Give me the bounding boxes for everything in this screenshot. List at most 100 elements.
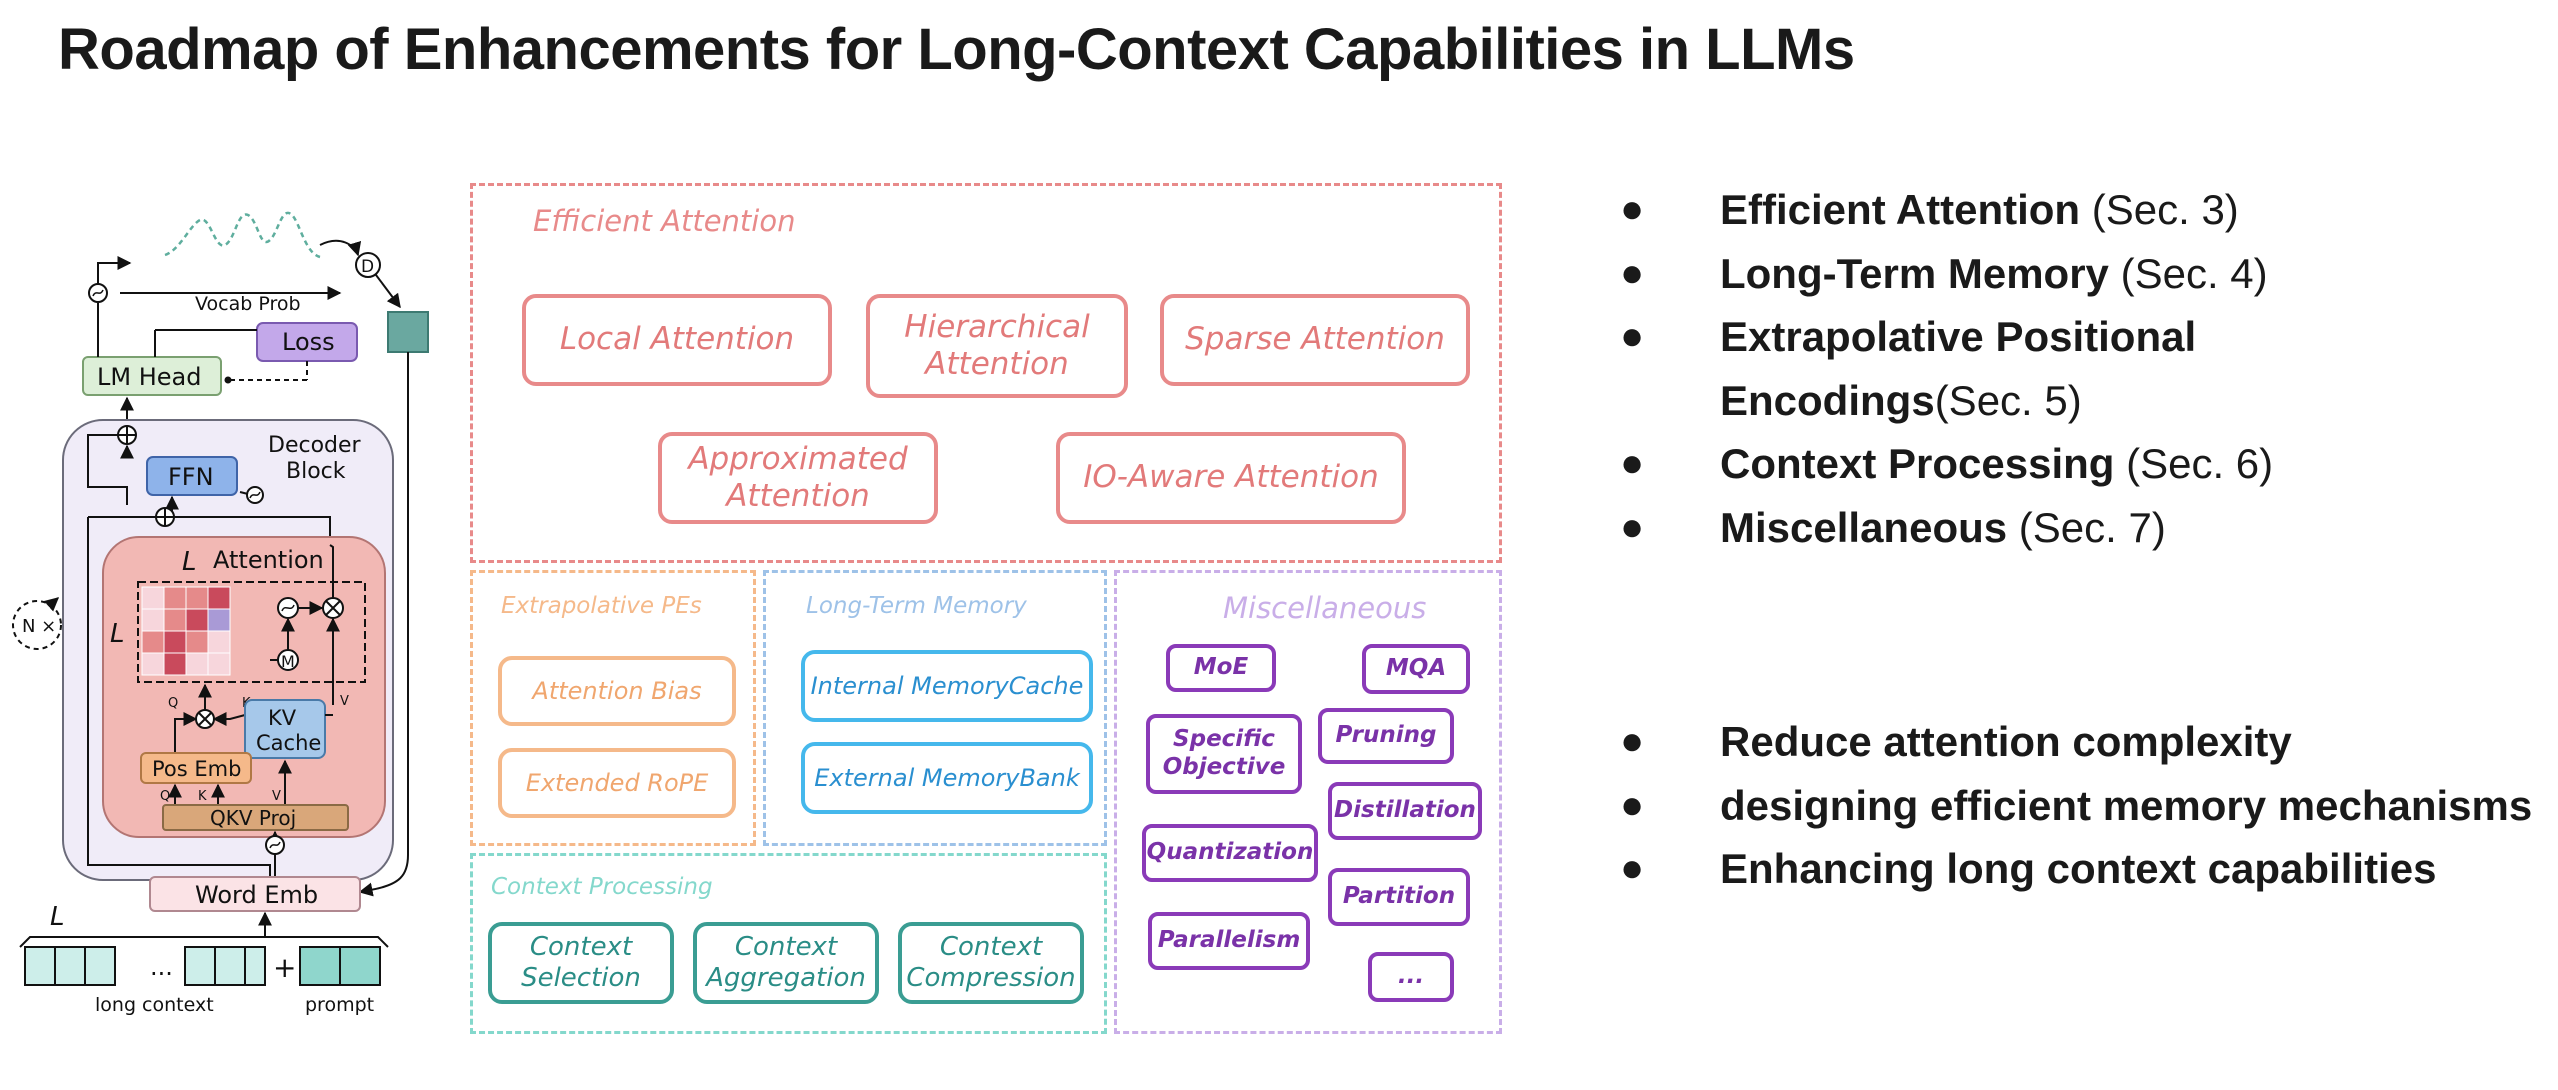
svg-text:M: M [281,652,295,671]
heatmap-cell [185,586,209,610]
miscellaneous-title: Miscellaneous [1223,591,1427,625]
list-item: ●designing efficient memory mechanisms [1620,774,2532,838]
long-context-label: long context [95,994,214,1016]
ffn-label: FFN [168,463,214,491]
pos-emb-label: Pos Emb [152,757,241,781]
heatmap-cell [141,630,165,654]
heatmap-cell [207,586,231,610]
prompt-label: prompt [305,994,374,1016]
bullet-icon: ● [1620,846,1645,890]
heatmap-cell [207,652,231,676]
efficient-attention-group: Efficient Attention [470,183,1502,563]
decoding-circle-icon [355,252,381,278]
bullet-icon: ● [1620,782,1645,827]
hierarchical-attention-node: Hierarchical Attention [866,294,1128,398]
prompt-tokens [299,946,381,986]
heatmap-cell [141,608,165,632]
n-times-label: N × [22,616,56,637]
long-context-tokens [24,946,266,986]
miscellaneous-group: Miscellaneous [1114,570,1502,1034]
list-item: ●Efficient Attention (Sec. 3) [1620,178,2273,242]
heatmap-cell [185,630,209,654]
parallelism-node: Parallelism [1148,912,1310,970]
vocab-distribution-curve [164,211,321,259]
context-processing-group: Context Processing [470,853,1107,1034]
heatmap-cell [185,608,209,632]
list-item: ●Context Processing (Sec. 6) [1620,432,2273,496]
extrapolative-pes-title: Extrapolative PEs [501,593,702,619]
heatmap-cell [141,586,165,610]
internal-memorycache-node: Internal MemoryCache [801,650,1093,722]
bullet-icon: ● [1620,314,1645,358]
local-attention-node: Local Attention [522,294,832,386]
specific-objective-node: Specific Objective [1146,714,1302,794]
list-item: ●Extrapolative Positional Encodings(Sec.… [1620,305,2273,432]
heatmap-cell [141,652,165,676]
output-token-block [387,311,429,353]
sparse-attention-node: Sparse Attention [1160,294,1470,386]
q-label-lower: Q [160,789,170,804]
svg-text:D: D [361,257,374,277]
external-memorybank-node: External MemoryBank [801,742,1093,814]
qkv-proj-box [162,804,349,831]
bullet-icon: ● [1620,441,1645,485]
input-L-label: L [50,902,65,932]
context-selection-node: Context Selection [488,922,674,1004]
v-label-upper: V [340,694,349,709]
word-emb-label: Word Emb [195,881,318,909]
bullet-icon: ● [1620,187,1645,231]
attention-label: Attention [213,546,324,574]
list-item: ●Miscellaneous (Sec. 7) [1620,496,2273,560]
heatmap-cell [163,586,187,610]
heatmap-cell [207,630,231,654]
moe-node: MoE [1166,644,1276,692]
heatmap-L-label: L [110,619,125,649]
context-aggregation-node: Context Aggregation [693,922,879,1004]
ffn-box [146,456,238,496]
list-item: ●Reduce attention complexity [1620,710,2532,774]
context-compression-node: Context Compression [898,922,1084,1004]
mqa-node: MQA [1362,644,1470,694]
word-emb-box [149,876,361,912]
goals-list: ●Reduce attention complexity ●designing … [1620,710,2532,901]
heatmap-cell [163,652,187,676]
bullet-icon: ● [1620,250,1645,295]
context-processing-title: Context Processing [491,874,713,900]
lm-head-label: LM Head [97,363,201,391]
list-item: ●Long-Term Memory (Sec. 4) [1620,242,2273,306]
list-item: ●Enhancing long context capabilities [1620,837,2532,901]
v-label-lower: V [272,789,281,804]
token-plus: + [273,951,296,984]
heatmap-cell [163,630,187,654]
page-title: Roadmap of Enhancements for Long-Context… [58,17,1855,82]
io-aware-attention-node: IO-Aware Attention [1056,432,1406,524]
kv-cache-box [244,699,326,759]
attention-L-label: L [182,547,197,577]
pruning-node: Pruning [1318,708,1454,764]
bullet-icon: ● [1620,504,1645,549]
heatmap-cell [207,608,231,632]
long-term-memory-group: Long-Term Memory [763,570,1107,846]
attention-bias-node: Attention Bias [498,656,736,726]
heatmap-cell [185,652,209,676]
lm-head-box [82,356,222,396]
extended-rope-node: Extended RoPE [498,748,736,818]
more-items-node: ... [1368,952,1454,1002]
efficient-attention-title: Efficient Attention [533,204,796,238]
qkv-proj-label: QKV Proj [210,806,296,830]
loss-label: Loss [282,328,335,356]
long-term-memory-title: Long-Term Memory [806,593,1027,619]
token-ellipsis: ... [150,953,173,981]
bullet-icon: ● [1620,719,1645,763]
distillation-node: Distillation [1328,782,1482,840]
q-label-upper: Q [168,696,178,711]
attention-heatmap [141,586,231,676]
heatmap-cell [163,608,187,632]
approximated-attention-node: Approximated Attention [658,432,938,524]
quantization-node: Quantization [1142,824,1318,882]
partition-node: Partition [1328,868,1470,926]
sections-list: ●Efficient Attention (Sec. 3) ●Long-Term… [1620,178,2273,559]
